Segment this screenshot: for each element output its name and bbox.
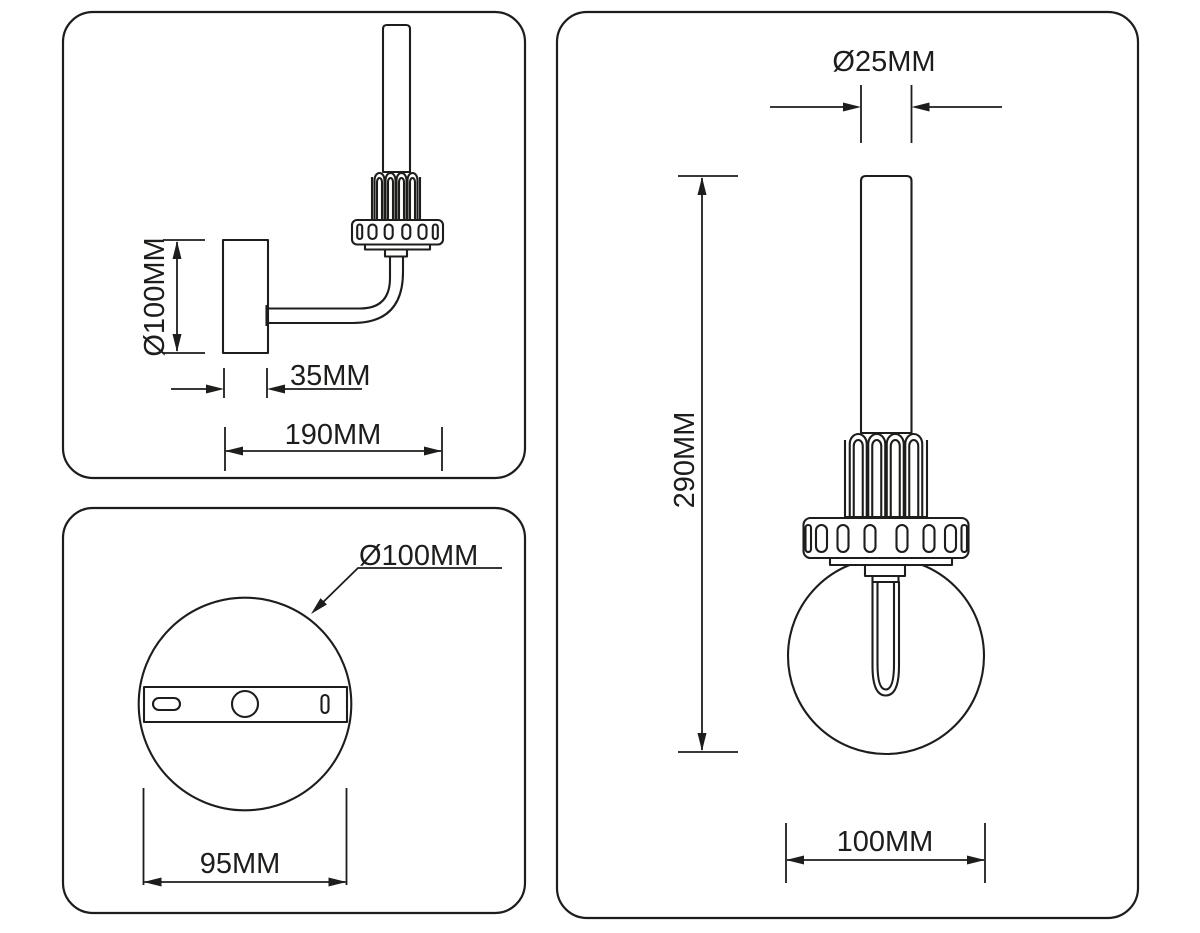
extension-tick xyxy=(678,175,738,753)
dim-label: 95MM xyxy=(200,848,281,880)
extension-tick xyxy=(163,239,205,354)
extension-tick xyxy=(223,368,268,398)
dim-front-globe-width: 100MM xyxy=(785,823,986,883)
slotted-ring xyxy=(350,218,445,258)
arrowhead-left xyxy=(225,446,243,456)
sconce-front-view xyxy=(786,174,986,756)
arrowhead-right xyxy=(843,102,861,112)
fluted-collar xyxy=(843,432,929,519)
bulb-stem xyxy=(871,580,901,697)
dim-front-overall-height: 290MM xyxy=(669,175,738,753)
arrowhead-up xyxy=(172,241,182,259)
arrowhead-right xyxy=(424,446,442,456)
arrowhead-left xyxy=(267,384,285,394)
fluted-collar xyxy=(370,171,422,222)
mounting-slot-right xyxy=(320,693,330,715)
arrowhead-down xyxy=(697,733,707,751)
extension-tick xyxy=(142,788,348,885)
dim-label: 290MM xyxy=(669,412,701,509)
dim-side-plate-depth: 35MM xyxy=(171,360,371,398)
dim-label: 35MM xyxy=(290,360,371,392)
socket-neck xyxy=(871,574,900,584)
extension-tick xyxy=(224,427,443,471)
curved-arm xyxy=(265,256,405,326)
ring-neck xyxy=(383,248,409,258)
arrowhead-right xyxy=(967,855,985,865)
panel-backplate-view: Ø100MM 95MM xyxy=(61,506,527,915)
dim-label: Ø100MM xyxy=(139,237,171,356)
backplate-circle xyxy=(137,596,353,812)
wall-plate xyxy=(221,238,270,355)
dim-label: Ø25MM xyxy=(832,46,935,78)
mounting-slot-left xyxy=(151,696,182,712)
dim-backplate-diameter: Ø100MM xyxy=(311,540,502,614)
dim-front-stem-diameter: Ø25MM xyxy=(770,46,1002,143)
arrowhead-left xyxy=(143,877,162,887)
arrowhead-diagonal xyxy=(311,598,327,614)
arrowhead-left xyxy=(911,102,930,112)
dim-backplate-hole-spacing: 95MM xyxy=(142,788,348,887)
leader-line xyxy=(313,567,502,612)
socket-step xyxy=(863,563,907,578)
panel-border xyxy=(61,506,527,915)
panel-border xyxy=(61,10,527,480)
arrowhead-right xyxy=(206,384,224,394)
panel-border xyxy=(555,10,1140,920)
panel-side-view: Ø100MM 35MM 190MM xyxy=(61,10,527,480)
dim-side-projection: 190MM xyxy=(224,419,443,471)
dim-label: 190MM xyxy=(285,419,382,451)
dim-label: Ø100MM xyxy=(359,540,478,572)
extension-tick xyxy=(860,85,913,143)
candle-tube xyxy=(381,23,412,174)
panel-front-view: Ø25MM 290MM 100MM xyxy=(555,10,1140,920)
dim-side-plate-diameter: Ø100MM xyxy=(139,237,205,357)
arrowhead-right xyxy=(328,877,347,887)
backplate xyxy=(137,596,353,812)
center-hole xyxy=(230,689,260,719)
sconce-side-view xyxy=(221,23,445,355)
arrowhead-left xyxy=(786,855,804,865)
arrowhead-down xyxy=(172,334,182,352)
arrowhead-up xyxy=(697,177,707,195)
slotted-ring xyxy=(802,516,970,560)
extension-tick xyxy=(785,823,986,883)
dim-label: 100MM xyxy=(837,826,934,858)
candle-tube xyxy=(859,174,913,435)
